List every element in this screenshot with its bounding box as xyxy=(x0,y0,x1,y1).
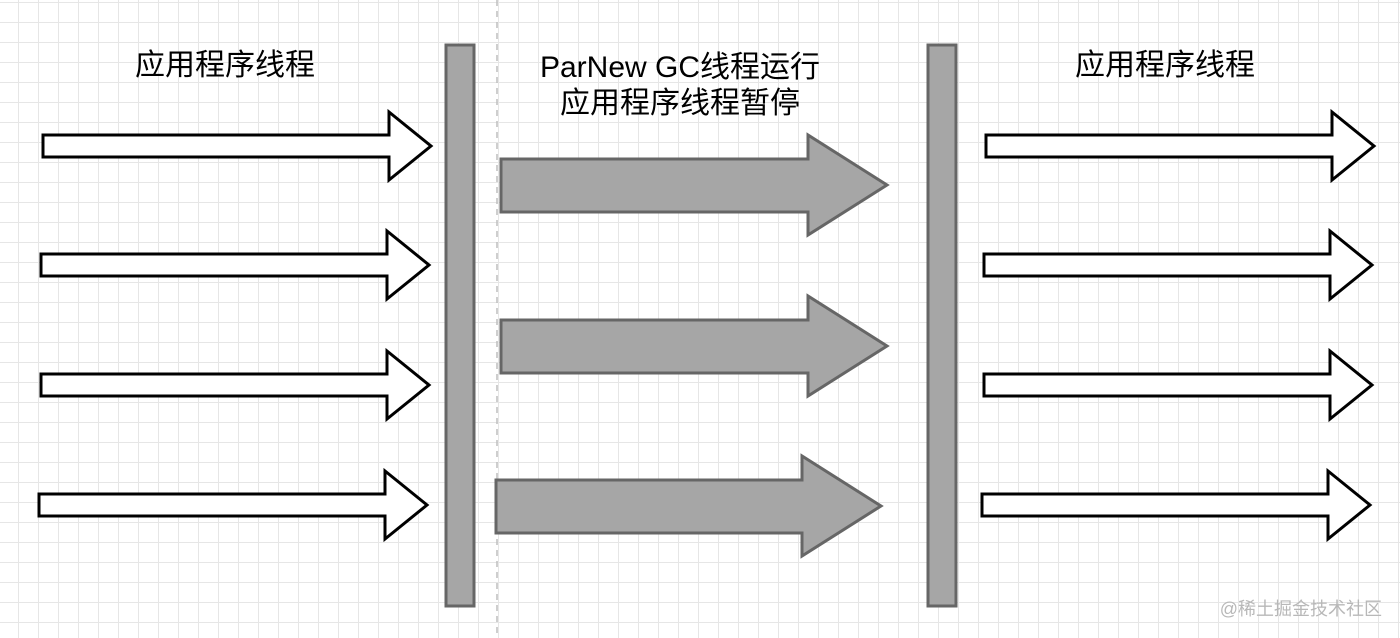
app-thread-arrow xyxy=(980,467,1373,543)
app-thread-arrow xyxy=(39,347,432,423)
barrier-right xyxy=(926,43,958,608)
label-gc-line1: ParNew GC线程运行 xyxy=(539,51,821,84)
label-gc-running: ParNew GC线程运行 应用程序线程暂停 xyxy=(520,50,840,122)
app-thread-arrow xyxy=(982,347,1375,423)
label-app-threads-right: 应用程序线程 xyxy=(1075,49,1255,82)
app-thread-arrow xyxy=(37,467,430,543)
app-thread-arrows-left xyxy=(37,108,434,543)
label-app-threads-left: 应用程序线程 xyxy=(135,49,315,82)
gc-thread-arrow xyxy=(499,293,890,399)
app-thread-arrow xyxy=(982,227,1375,303)
barrier-left xyxy=(444,43,476,608)
gc-thread-arrow xyxy=(499,132,890,238)
app-thread-arrows-right xyxy=(980,108,1377,543)
gc-thread-arrow xyxy=(494,453,884,559)
app-thread-arrow xyxy=(39,227,432,303)
gc-thread-arrows xyxy=(494,132,890,559)
app-thread-arrow xyxy=(984,108,1377,184)
watermark: @稀土掘金技术社区 xyxy=(1219,599,1382,619)
app-thread-arrow xyxy=(41,108,434,184)
label-gc-line2: 应用程序线程暂停 xyxy=(560,87,800,120)
